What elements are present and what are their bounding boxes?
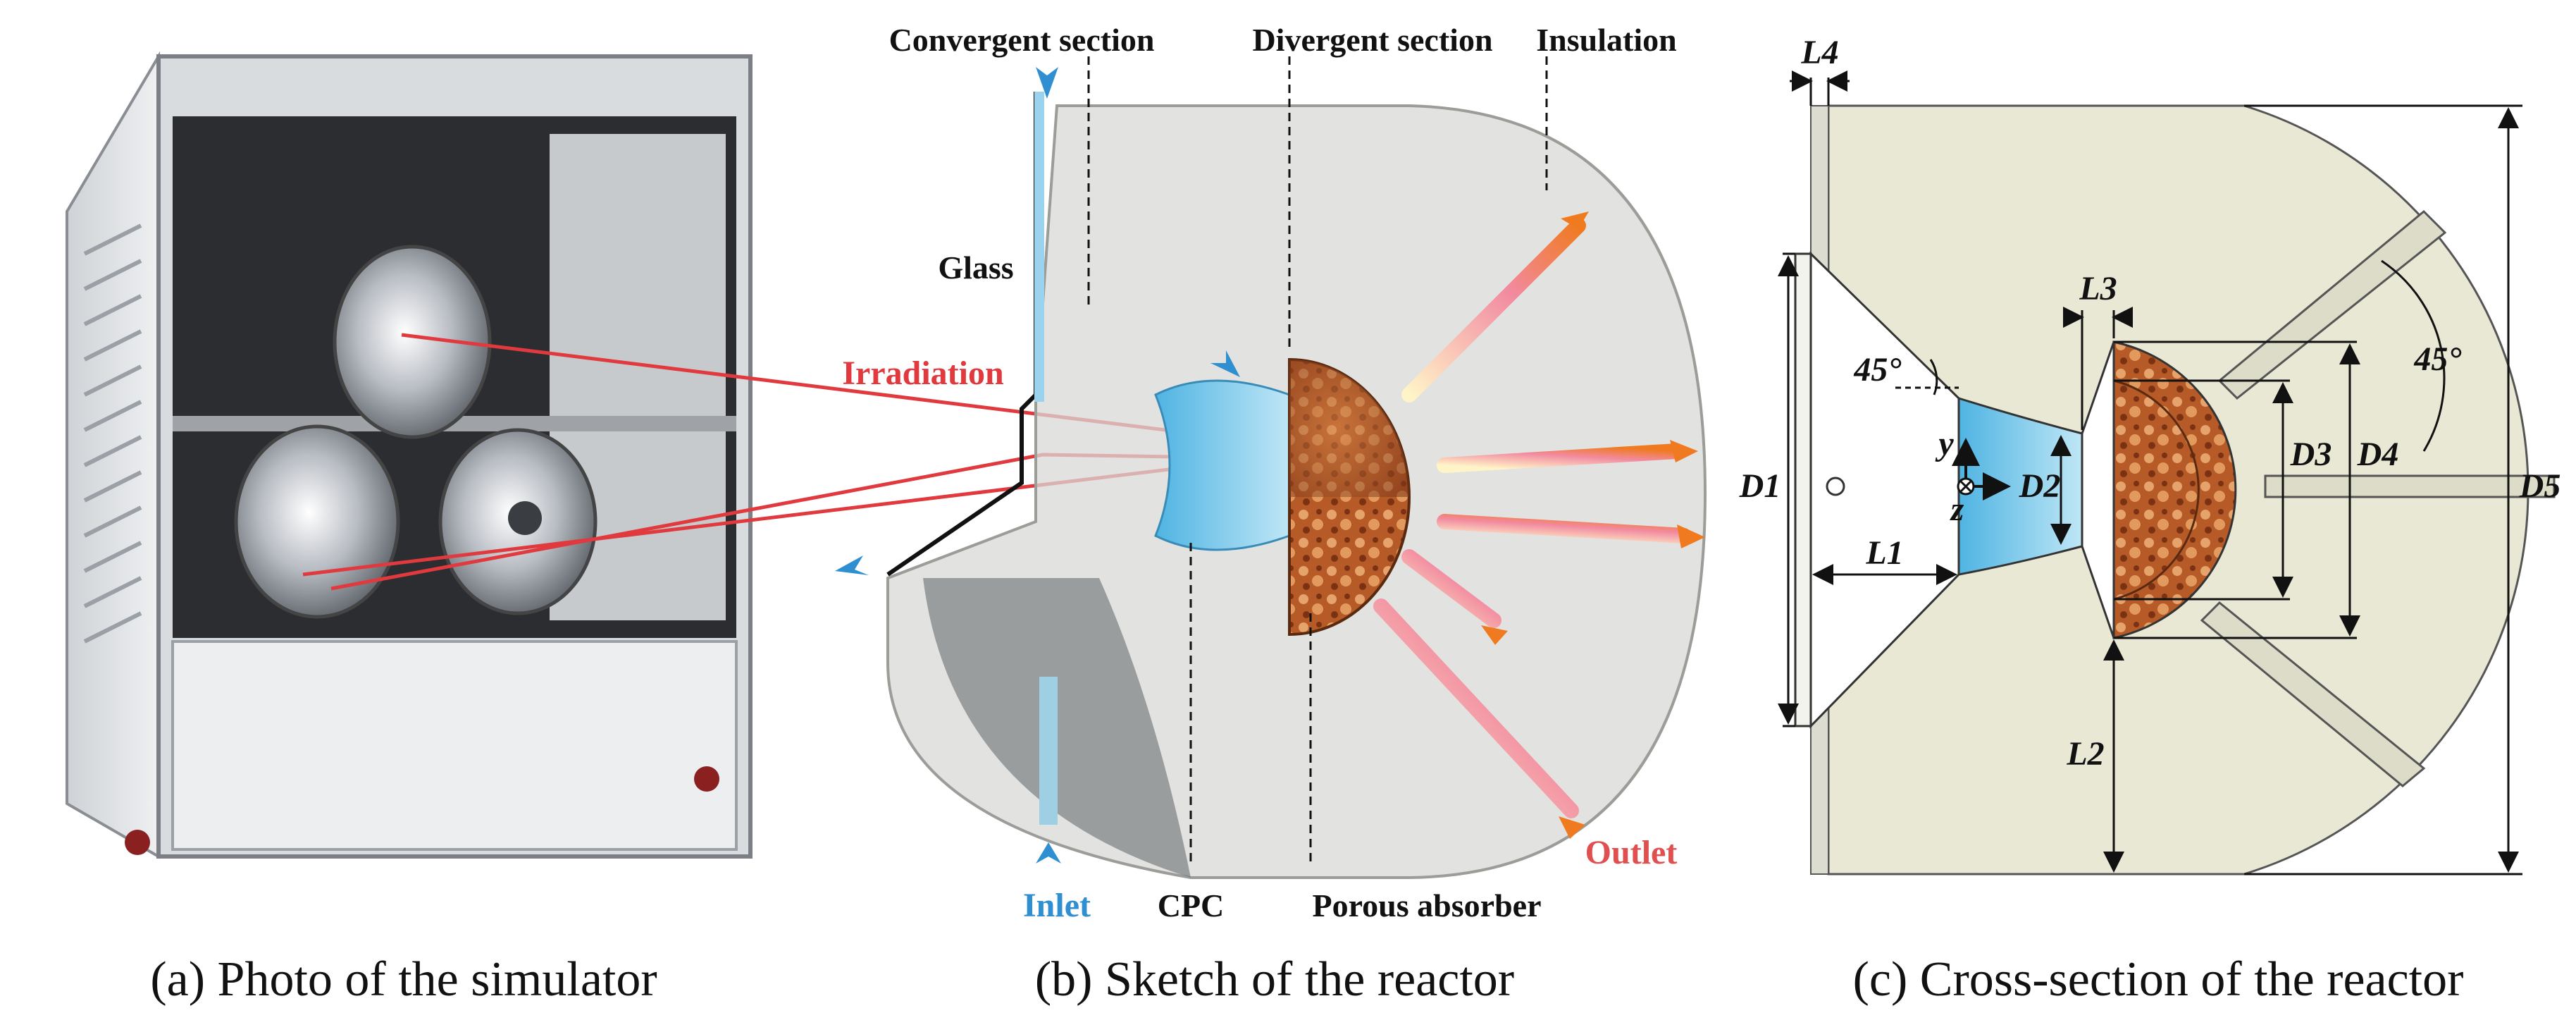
caption-c: (c) Cross-section of the reactor — [1853, 952, 2464, 1007]
label-glass: Glass — [938, 250, 1013, 285]
simulator-photo — [66, 51, 753, 859]
arrow-icon — [1559, 816, 1585, 839]
axis-y-label: y — [1935, 425, 1954, 462]
label-cpc: CPC — [1158, 887, 1225, 923]
lamp-icon — [234, 424, 400, 619]
cabinet-lower-panel — [171, 640, 738, 851]
cabinet-vents — [83, 223, 142, 644]
dim-L1: L1 — [1865, 534, 1903, 572]
outlet-channels — [2200, 209, 2556, 787]
dim-D1: D1 — [1739, 467, 1781, 505]
arrow-icon — [1670, 440, 1698, 462]
lamp-bulb-icon — [508, 501, 542, 535]
dimension-lines — [1778, 70, 2522, 876]
label-irradiation: Irradiation — [842, 355, 1003, 392]
label-inlet: Inlet — [1023, 887, 1091, 924]
dim-L4: L4 — [1800, 34, 1838, 71]
label-convergent: Convergent section — [889, 22, 1155, 58]
arrow-icon — [1677, 524, 1705, 548]
arrow-icon — [1210, 350, 1240, 377]
caption-a: (a) Photo of the simulator — [150, 952, 657, 1007]
dim-D4: D4 — [2357, 436, 2399, 473]
wheel-icon — [694, 766, 719, 792]
inlet-tube — [1039, 677, 1058, 825]
arrow-icon — [835, 555, 869, 575]
dim-D2: D2 — [2019, 467, 2061, 505]
circle-x-icon — [1957, 477, 1975, 496]
porous-inner-boundary — [2113, 379, 2200, 601]
lamp-icon — [333, 245, 492, 439]
glass-highlight — [1034, 92, 1044, 402]
label-divergent: Divergent section — [1252, 22, 1492, 58]
label-outlet: Outlet — [1585, 834, 1678, 871]
cabinet-side-panel — [66, 51, 160, 859]
cpc-funnel — [1154, 379, 1291, 551]
cross-section: y z — [1739, 34, 2561, 876]
dim-L2: L2 — [2066, 735, 2104, 773]
glass-plate — [1794, 252, 1812, 727]
arrow-icon — [1036, 67, 1058, 99]
caption-b: (b) Sketch of the reactor — [1035, 952, 1514, 1007]
arrow-icon — [1481, 625, 1508, 645]
porous-absorber-section — [2112, 340, 2237, 639]
porous-absorber-shade — [1289, 360, 1409, 497]
arrow-icon — [1036, 842, 1061, 864]
dim-D3: D3 — [2290, 436, 2332, 473]
angle-left: 45° — [1853, 351, 1901, 388]
outlet-flows — [1373, 218, 1692, 818]
axis-z-label: z — [1950, 491, 1964, 528]
outlet-arrowheads — [1481, 211, 1705, 839]
label-porous: Porous absorber — [1313, 887, 1542, 923]
arrow-icon — [1561, 211, 1589, 229]
dim-L3: L3 — [2079, 270, 2117, 307]
dim-D5: D5 — [2519, 467, 2561, 505]
wheel-icon — [125, 830, 150, 855]
leader-lines — [1087, 56, 1548, 867]
angle-right: 45° — [2413, 340, 2461, 378]
inlet-port-icon — [1826, 477, 1845, 496]
reactor-sketch: Convergent section Divergent section Ins… — [835, 22, 1707, 924]
label-insulation: Insulation — [1536, 22, 1676, 58]
